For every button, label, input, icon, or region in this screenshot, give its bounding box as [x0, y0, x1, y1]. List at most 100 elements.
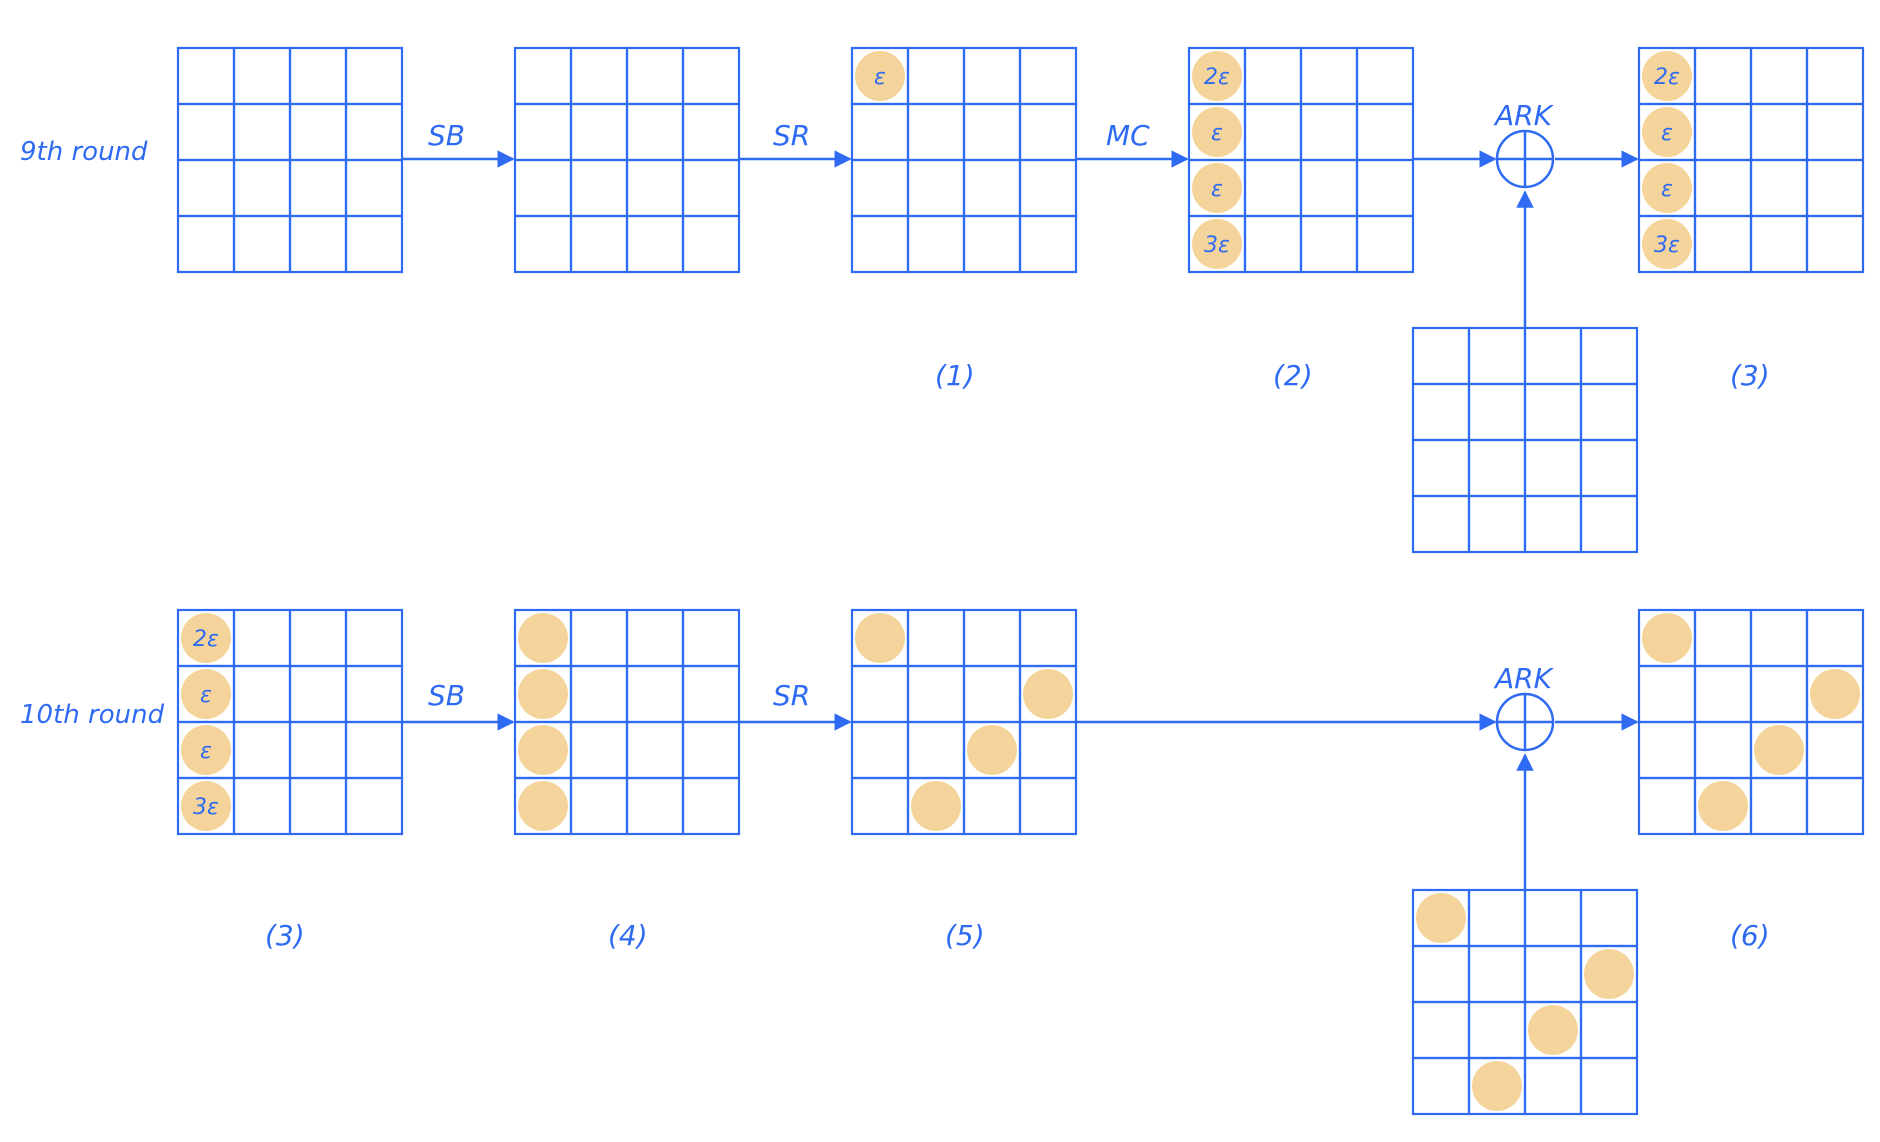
grid-cell	[232, 158, 292, 218]
grid-cell	[1637, 720, 1697, 780]
grid-cell	[1805, 776, 1865, 836]
grid-cell	[1467, 944, 1527, 1004]
grid-cell	[906, 46, 966, 106]
faulty-byte-marker	[1642, 219, 1692, 269]
grid-cell	[569, 214, 629, 274]
op-label-sr-r9: SR	[773, 119, 810, 152]
grid-cell	[232, 46, 292, 106]
grid-cell	[1523, 326, 1583, 386]
grid-cell	[288, 776, 348, 836]
state-grid-r9-after-sb	[513, 46, 741, 274]
grid-cell	[1637, 664, 1697, 724]
grid-cell	[1411, 1000, 1471, 1060]
faulty-byte-marker	[1416, 893, 1466, 943]
faulty-byte-marker	[1023, 669, 1073, 719]
grid-cell	[1411, 944, 1471, 1004]
grid-cell	[962, 46, 1022, 106]
faulty-byte-label: ε	[874, 65, 886, 90]
faulty-byte-label: 3ε	[193, 795, 219, 820]
tag-2: (2)	[1273, 359, 1313, 392]
grid-cell	[1579, 888, 1639, 948]
faulty-byte-marker	[518, 613, 568, 663]
grid-cell	[906, 720, 966, 780]
grid-cell	[344, 158, 404, 218]
grid-cell	[1018, 46, 1078, 106]
faulty-byte-marker	[518, 781, 568, 831]
grid-cell	[1467, 326, 1527, 386]
grid-cell	[1523, 438, 1583, 498]
state-grid-r10-after-sr	[850, 608, 1078, 836]
faulty-byte-marker	[1642, 163, 1692, 213]
grid-cell	[1579, 1000, 1639, 1060]
grid-cell	[1749, 46, 1809, 106]
grid-cell	[1749, 608, 1809, 668]
grid-cell	[1411, 494, 1471, 554]
grid-cell	[1523, 382, 1583, 442]
faulty-byte-marker	[855, 51, 905, 101]
faulty-byte-marker	[855, 613, 905, 663]
faulty-byte-label: ε	[1211, 177, 1223, 202]
grid-cell	[850, 664, 910, 724]
grid-cell	[1693, 102, 1753, 162]
connectors	[402, 150, 1639, 890]
grid-cell	[569, 664, 629, 724]
grid-cell	[288, 214, 348, 274]
grid-cell	[232, 776, 292, 836]
grid-cell	[513, 214, 573, 274]
op-label-sb-r10: SB	[428, 679, 465, 712]
grid-cell	[1355, 46, 1415, 106]
op-label-sr-r10: SR	[773, 679, 810, 712]
grid-cell	[288, 158, 348, 218]
grid-cell	[625, 776, 685, 836]
grid-cell	[1805, 102, 1865, 162]
op-label-ark-r10: ARK	[1493, 662, 1555, 695]
faulty-byte-marker	[181, 669, 231, 719]
grid-cell	[850, 776, 910, 836]
grid-cell	[1693, 720, 1753, 780]
grid-cell	[176, 158, 236, 218]
op-label-ark-r9: ARK	[1493, 99, 1555, 132]
grid-cell	[288, 664, 348, 724]
grid-cell	[1523, 944, 1583, 1004]
faulty-byte-marker	[181, 781, 231, 831]
grid-cell	[1467, 1000, 1527, 1060]
grid-cell	[569, 608, 629, 668]
faulty-byte-marker	[1192, 163, 1242, 213]
grid-cell	[906, 214, 966, 274]
grid-cell	[1637, 776, 1697, 836]
faulty-byte-label: 2ε	[1654, 65, 1680, 90]
grid-cell	[1018, 608, 1078, 668]
grid-cell	[681, 720, 741, 780]
grid-cell	[513, 158, 573, 218]
faulty-byte-label: ε	[1661, 177, 1673, 202]
grid-cell	[850, 214, 910, 274]
grid-cell	[850, 720, 910, 780]
grid-cell	[1243, 214, 1303, 274]
grid-cell	[288, 720, 348, 780]
grid-cell	[232, 214, 292, 274]
grid-cell	[1749, 102, 1809, 162]
grid-cell	[513, 102, 573, 162]
grid-cell	[681, 664, 741, 724]
grid-cell	[569, 776, 629, 836]
tag-3-top: (3)	[1730, 359, 1770, 392]
grid-cell	[1411, 1056, 1471, 1116]
faulty-byte-label: ε	[1211, 121, 1223, 146]
grid-cell	[288, 102, 348, 162]
grid-cell	[1467, 438, 1527, 498]
grid-cell	[1749, 214, 1809, 274]
grid-cell	[850, 102, 910, 162]
grid-cell	[625, 214, 685, 274]
faulty-byte-marker	[911, 781, 961, 831]
grid-cell	[625, 102, 685, 162]
grid-cell	[569, 102, 629, 162]
grid-cell	[1805, 608, 1865, 668]
grid-cell	[232, 664, 292, 724]
state-grid-r10-output	[1637, 608, 1865, 836]
tag-4: (4)	[608, 919, 648, 952]
grid-cell	[1693, 214, 1753, 274]
grid-cell	[625, 158, 685, 218]
